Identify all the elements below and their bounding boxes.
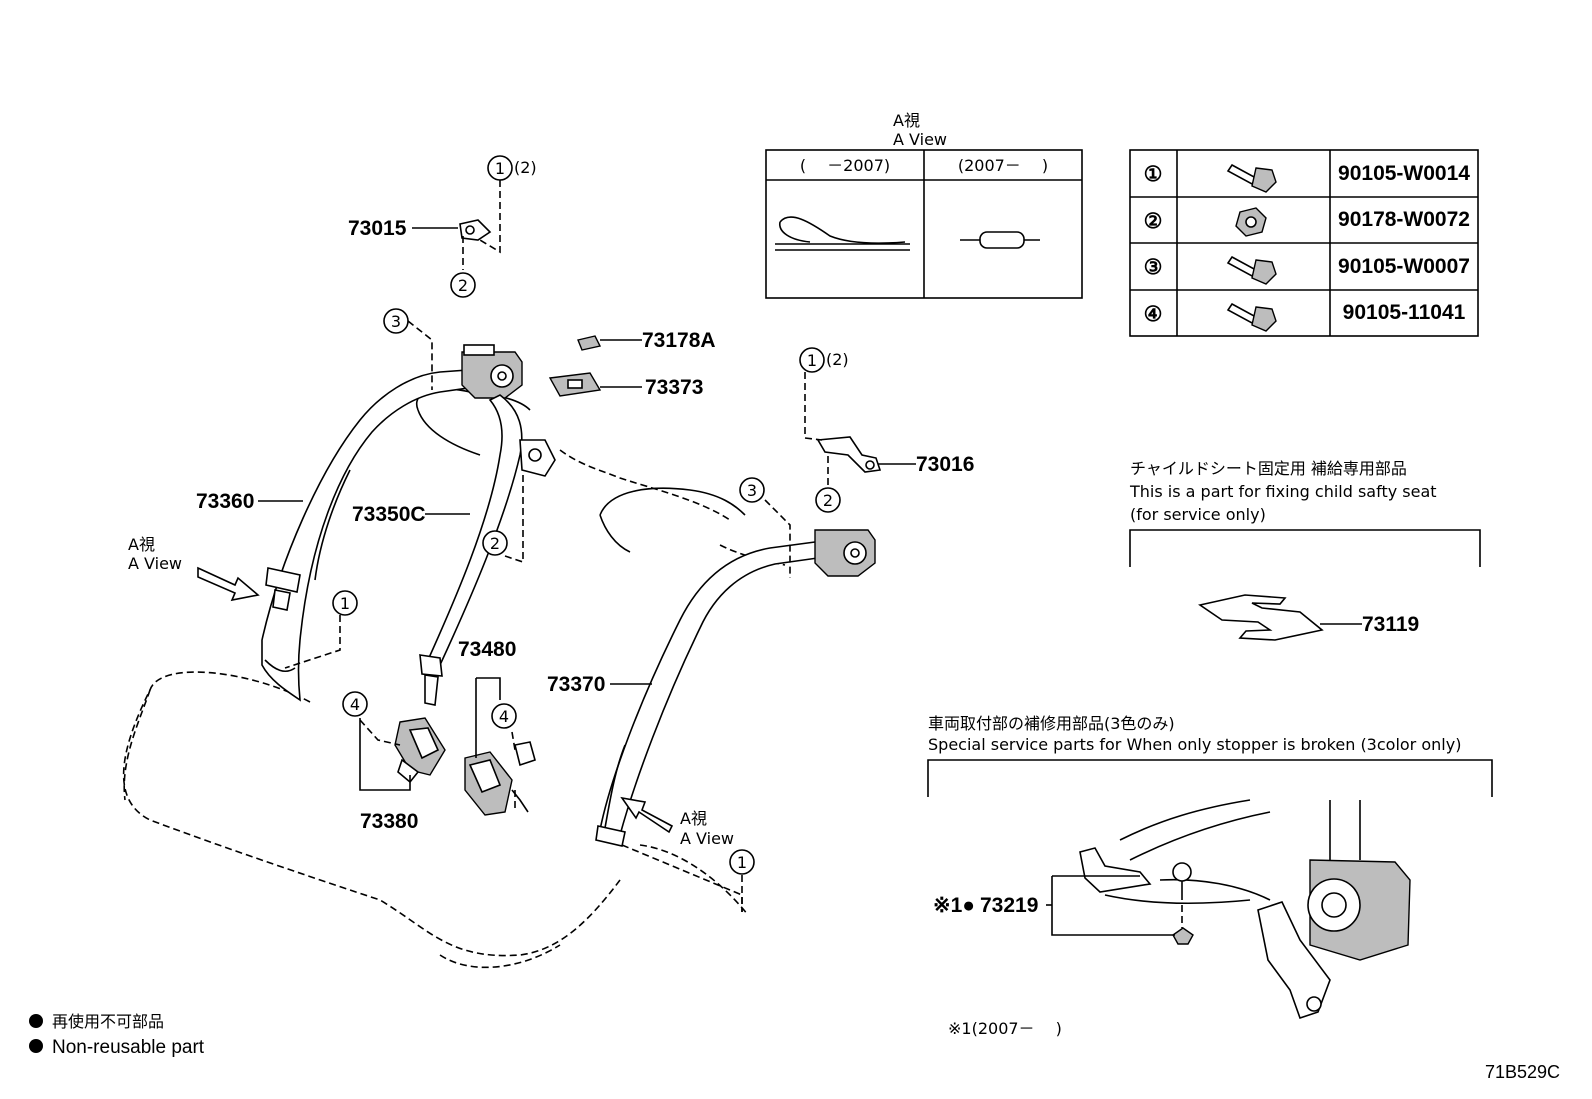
a-view-label-en-left: A View [128, 554, 182, 573]
label-73015: 73015 [348, 217, 407, 240]
buckle-73380-icon [394, 717, 446, 784]
fastener-part-no-4: 90105-11041 [1343, 301, 1466, 324]
dashed-leaders [284, 180, 829, 912]
svg-text:1: 1 [807, 351, 817, 370]
svg-text:2: 2 [823, 491, 833, 510]
a-view-label-ja-right: A視 [680, 809, 707, 828]
buckle-73480-icon [464, 741, 536, 816]
label-73373: 73373 [645, 376, 703, 399]
belt-73360-icon [261, 369, 469, 702]
fastener-part-no-1: 90105-W0014 [1338, 162, 1470, 185]
stopper-title-en: Special service parts for When only stop… [928, 735, 1461, 754]
anchor-73015-icon [459, 219, 492, 241]
label-73370: 73370 [547, 673, 605, 696]
qty-label-1: (2) [514, 158, 537, 177]
a-view-col-after: (2007－ ) [958, 156, 1048, 175]
stopper-marker: ※1● [933, 894, 975, 917]
bullet-icon [29, 1014, 43, 1028]
seat-outline [122, 388, 786, 969]
label-73380: 73380 [360, 810, 418, 833]
nut-icon [1235, 207, 1267, 237]
bolt-icon [1226, 255, 1277, 285]
stopper-note: ※1(2007－ ) [948, 1019, 1062, 1038]
stopper-section: 車両取付部の補修用部品(3色のみ) Special service parts … [927, 714, 1493, 1038]
child-seat-line2: (for service only) [1130, 505, 1266, 524]
diagram-id: 71B529C [1485, 1062, 1560, 1082]
fastener-num-3: ③ [1144, 256, 1163, 279]
child-seat-title-ja: チャイルドシート固定用 補給専用部品 [1130, 459, 1407, 478]
a-view-label-en-right: A View [680, 829, 734, 848]
label-73178a: 73178A [642, 329, 716, 352]
child-seat-section: チャイルドシート固定用 補給専用部品 This is a part for fi… [1129, 459, 1481, 641]
stopper-title-ja: 車両取付部の補修用部品(3色のみ) [928, 714, 1175, 733]
svg-text:1: 1 [495, 159, 505, 178]
label-73350c: 73350C [352, 503, 426, 526]
a-view-table: A視 A View ( －2007) (2007－ ) [765, 111, 1083, 299]
a-view-table-title-en: A View [893, 130, 947, 149]
fastener-table [1129, 149, 1479, 337]
svg-text:4: 4 [350, 695, 360, 714]
retractor-left-icon [461, 344, 523, 399]
anchor-73016-icon [816, 436, 882, 473]
bolt-icon [1226, 163, 1277, 193]
qty-label-2: (2) [826, 350, 849, 369]
retractor-right-icon [814, 529, 876, 577]
fastener-num-2: ② [1144, 210, 1163, 233]
callouts: 1 2 3 1 2 4 4 1 2 3 1 [332, 155, 841, 875]
cover-73178a-icon [577, 335, 602, 351]
child-seat-line1: This is a part for fixing child safty se… [1129, 482, 1437, 501]
svg-text:1: 1 [340, 594, 350, 613]
fastener-row-3: ③ 90105-W0007 [1144, 255, 1470, 285]
fastener-num-1: ① [1144, 163, 1163, 186]
part-leaders [258, 227, 1362, 791]
legend: 再使用不可部品 Non-reusable part [29, 1012, 205, 1058]
bullet-icon [29, 1039, 43, 1053]
fastener-row-2: ② 90178-W0072 [1144, 207, 1470, 237]
label-73219: 73219 [980, 894, 1038, 917]
bracket-73119-icon [1198, 594, 1324, 641]
fastener-num-4: ④ [1144, 303, 1163, 326]
bolt-icon [1226, 302, 1277, 332]
svg-text:4: 4 [499, 707, 509, 726]
svg-text:1: 1 [737, 853, 747, 872]
a-view-col-before: ( －2007) [800, 156, 890, 175]
a-view-arrow-right-icon [620, 796, 674, 834]
fastener-part-no-3: 90105-W0007 [1338, 255, 1470, 278]
a-view-table-title-ja: A視 [893, 111, 920, 130]
bezel-73373-icon [548, 372, 602, 397]
legend-ja: 再使用不可部品 [52, 1012, 164, 1031]
a-view-label-ja-left: A視 [128, 535, 155, 554]
label-73016: 73016 [916, 453, 974, 476]
fastener-row-1: ① 90105-W0014 [1144, 162, 1470, 193]
a-view-arrow-left-icon [197, 566, 260, 602]
legend-en: Non-reusable part [52, 1037, 205, 1058]
label-73360: 73360 [196, 490, 254, 513]
svg-text:3: 3 [391, 312, 401, 331]
belt-73350c-icon [419, 394, 556, 706]
label-73119: 73119 [1362, 613, 1419, 636]
svg-text:2: 2 [458, 276, 468, 295]
fastener-row-4: ④ 90105-11041 [1144, 301, 1466, 332]
fastener-part-no-2: 90178-W0072 [1338, 208, 1470, 231]
svg-text:3: 3 [747, 481, 757, 500]
svg-text:2: 2 [490, 534, 500, 553]
label-73480: 73480 [458, 638, 516, 661]
